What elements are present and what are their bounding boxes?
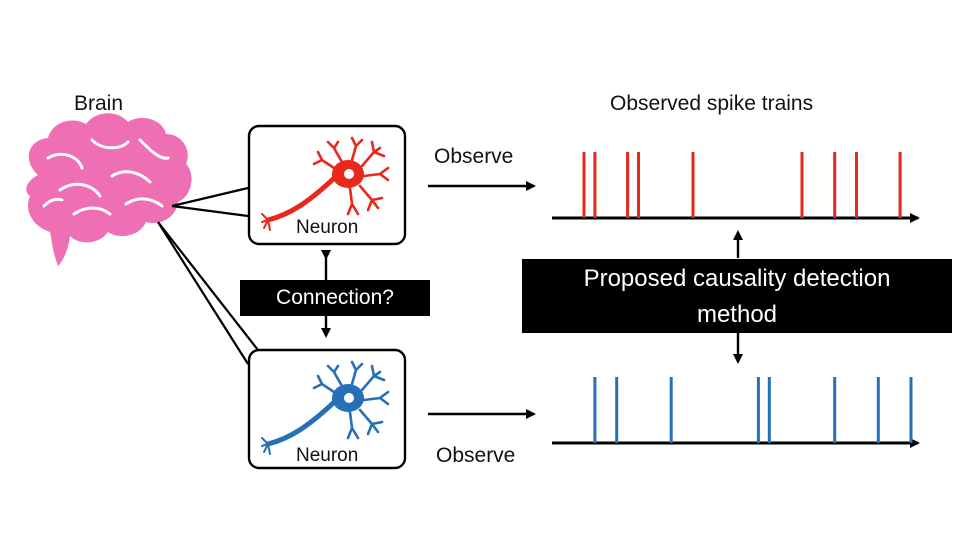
neuron-icon	[261, 136, 390, 231]
neuron-label-top: Neuron	[296, 217, 359, 238]
method-label-line1: Proposed causality detection	[583, 265, 891, 292]
observe-label-top: Observe	[434, 145, 514, 168]
spike-train-bottom	[593, 377, 913, 443]
brain-icon	[26, 113, 192, 266]
observe-label-bottom: Observe	[436, 444, 516, 467]
brain-callout-lines	[157, 186, 259, 365]
spike-train-top	[582, 152, 902, 218]
connection-label-box: Connection?	[240, 280, 430, 316]
brain-label: Brain	[74, 92, 124, 115]
connection-label: Connection?	[276, 286, 394, 309]
spike-trains-title: Observed spike trains	[610, 92, 814, 115]
neuron-label-bottom: Neuron	[296, 445, 359, 466]
method-label-line2: method	[696, 301, 778, 328]
method-box: Proposed causality detection method	[522, 259, 952, 333]
neuron-icon	[261, 360, 390, 455]
